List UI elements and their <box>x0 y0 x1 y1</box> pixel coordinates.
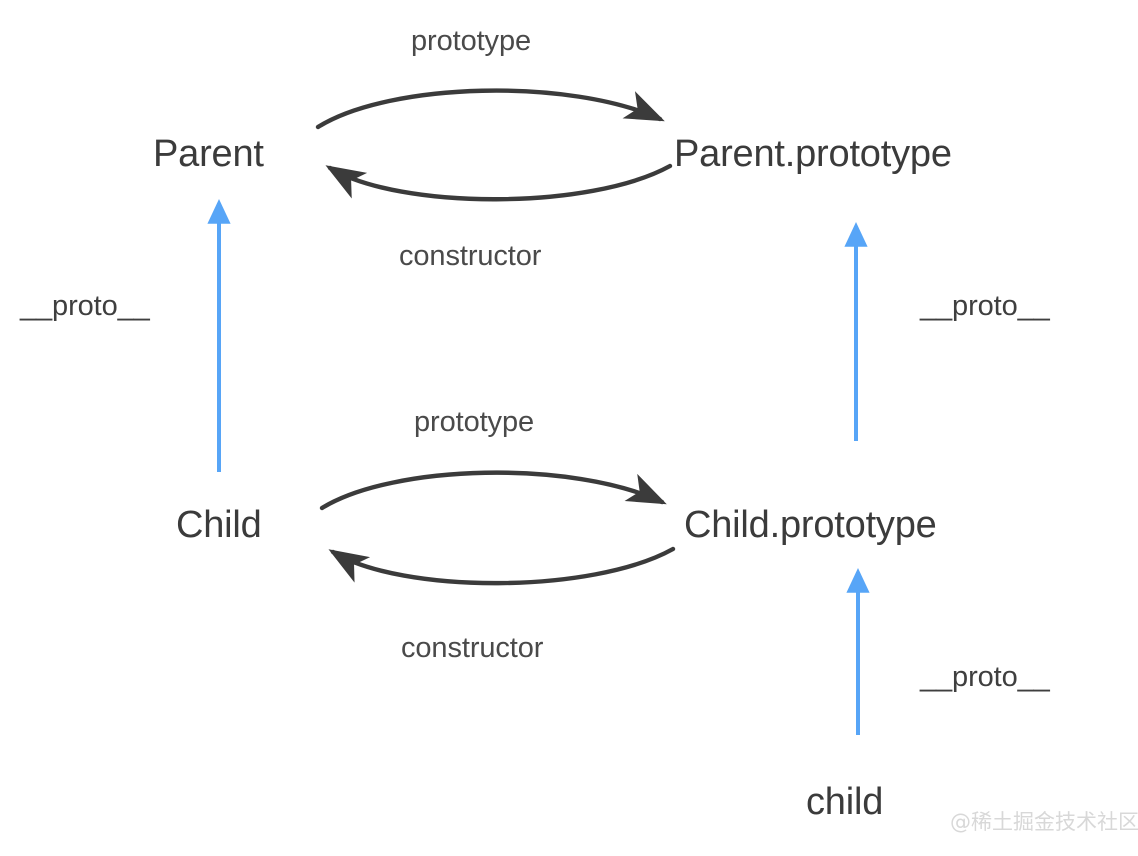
edge-label-child-constructor: constructor <box>401 632 544 664</box>
watermark-label: @稀土掘金技术社区 <box>950 810 1138 834</box>
node-parent: Parent <box>153 133 264 175</box>
edge-parent-prototype-to-parent <box>325 163 673 202</box>
node-child-prototype: Child.prototype <box>684 504 937 546</box>
edge-child-prototype-to-child <box>328 546 676 586</box>
edge-label-proto-child-to-parent: __proto__ <box>20 290 150 322</box>
edge-label-proto-child-prototype: __proto__ <box>920 290 1050 322</box>
edge-label-parent-prototype: prototype <box>411 25 532 57</box>
node-parent-prototype: Parent.prototype <box>674 133 952 175</box>
edge-label-child-prototype: prototype <box>414 406 535 438</box>
edge-child-to-child-prototype <box>319 470 667 511</box>
node-child-instance: child <box>806 781 884 823</box>
edge-parent-to-parent-prototype <box>315 88 665 130</box>
edge-label-proto-instance: __proto__ <box>920 661 1050 693</box>
edge-label-parent-constructor: constructor <box>399 240 542 272</box>
node-child: Child <box>176 504 262 546</box>
